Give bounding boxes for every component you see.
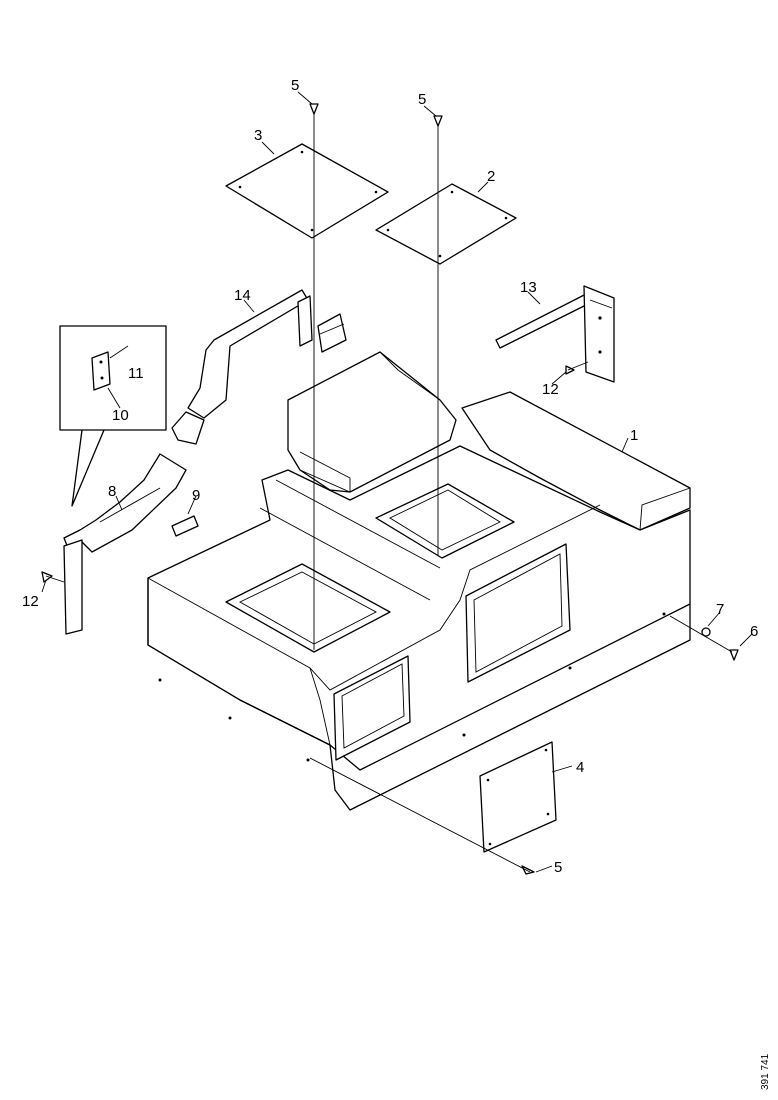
cover-plate-2: [375, 183, 517, 265]
screw-5-bottom: [521, 865, 535, 875]
screw-5-top-left: [309, 103, 319, 115]
screw-12-right: [565, 365, 575, 375]
callout-12-right: 12: [542, 381, 559, 398]
leader-lines: [41, 91, 753, 873]
cover-plate-3: [225, 143, 389, 239]
callout-8: 8: [108, 483, 116, 500]
cover-plate-4: [479, 741, 557, 853]
detail-inset-box: [59, 325, 167, 507]
callout-3: 3: [254, 127, 262, 144]
callout-4: 4: [576, 759, 584, 776]
callout-12-left: 12: [22, 593, 39, 610]
screw-5-top-right: [433, 115, 443, 127]
main-cab-body: [147, 351, 691, 811]
screw-12-left: [41, 571, 53, 583]
screw-6: [729, 649, 739, 661]
callout-10: 10: [112, 407, 129, 424]
callout-11: 11: [128, 365, 144, 382]
callout-13: 13: [520, 279, 537, 296]
callout-1: 1: [630, 427, 638, 444]
callout-5-top-right: 5: [418, 91, 426, 108]
bracket-9: [171, 515, 199, 537]
bracket-8: [63, 453, 187, 635]
small-bracket-near-14: [317, 313, 347, 353]
bracket-14: [171, 289, 313, 445]
callout-5-top-left: 5: [291, 77, 299, 94]
callout-labels: 1 2 3 4 5 5 5 6 7 8 9 10 11 12 12 13 14: [22, 77, 758, 876]
explosion-axes: [45, 112, 733, 873]
callout-7: 7: [716, 601, 724, 618]
washer-7: [701, 627, 711, 637]
callout-9: 9: [192, 487, 200, 504]
callout-6: 6: [750, 623, 758, 640]
callout-5-bottom: 5: [554, 859, 562, 876]
callout-14: 14: [234, 287, 251, 304]
document-number: 391 741: [760, 1053, 771, 1090]
callout-2: 2: [487, 168, 495, 185]
bracket-13: [495, 285, 615, 383]
